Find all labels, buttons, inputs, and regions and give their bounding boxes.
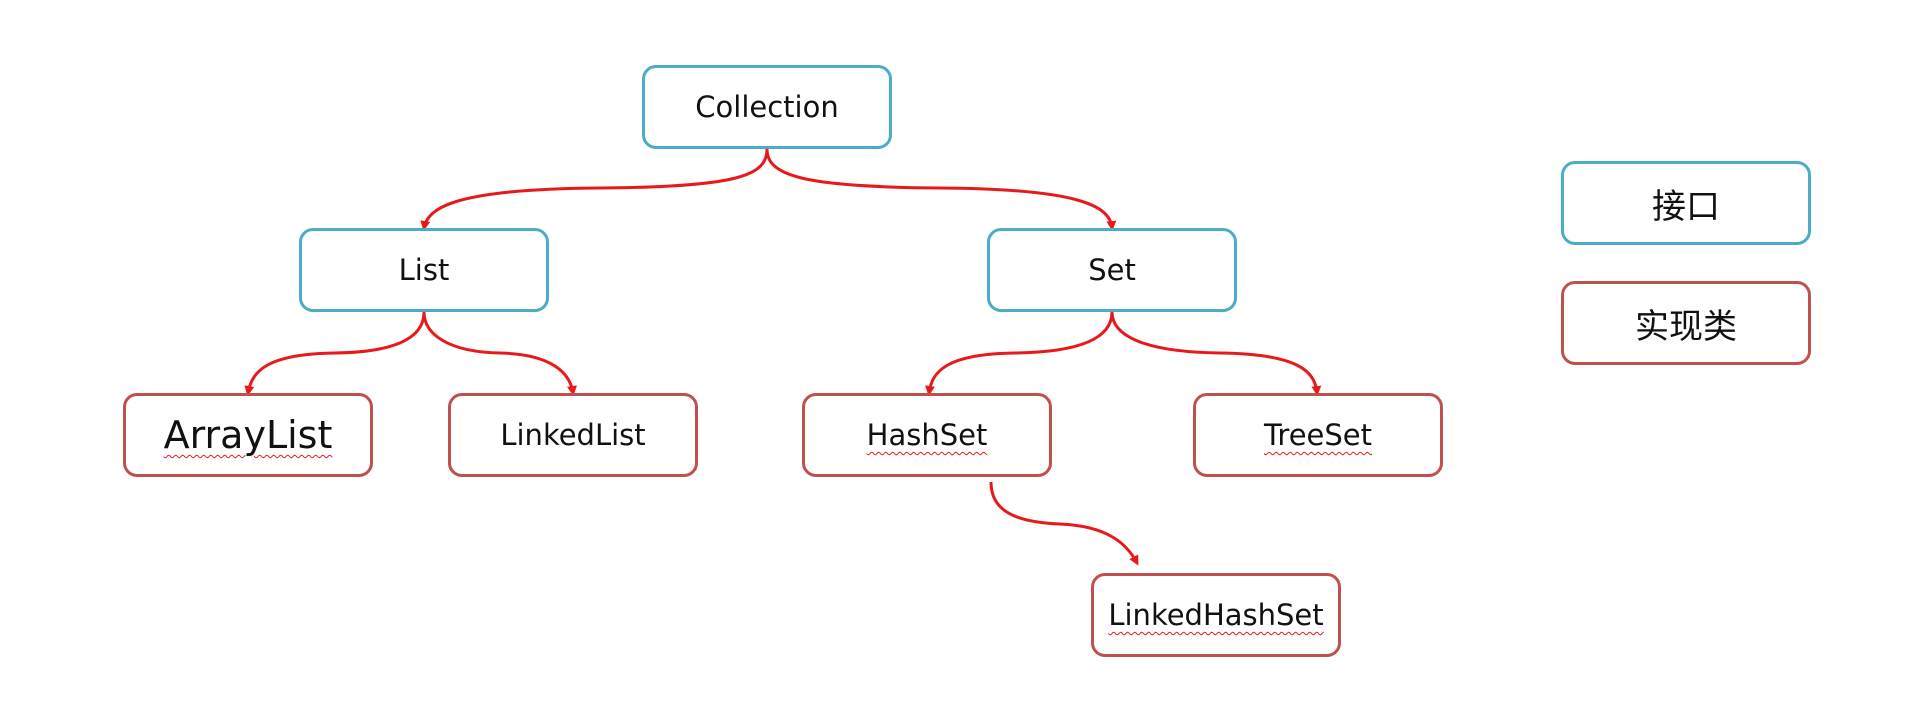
legend-interface: 接口: [1561, 161, 1811, 245]
edge-list-linkedlist: [422, 311, 577, 396]
node-linkedhashset: LinkedHashSet: [1091, 573, 1341, 657]
node-linkedlist: LinkedList: [448, 393, 698, 477]
node-hashset: HashSet: [802, 393, 1052, 477]
legend-interface-label: 接口: [1652, 186, 1720, 227]
node-set: Set: [987, 228, 1237, 312]
edge-hashset-linkedhashset: [989, 481, 1139, 566]
edge-list-arraylist: [244, 311, 426, 396]
node-linkedhashset-label: LinkedHashSet: [1108, 598, 1324, 632]
edge-collection-set: [765, 148, 1117, 231]
node-collection-label: Collection: [695, 90, 839, 124]
node-treeset: TreeSet: [1193, 393, 1443, 477]
edge-set-hashset: [925, 311, 1114, 396]
edge-set-treeset: [1110, 311, 1322, 396]
node-list-label: List: [398, 253, 450, 287]
node-treeset-label: TreeSet: [1263, 418, 1373, 452]
node-arraylist: ArrayList: [123, 393, 373, 477]
node-collection: Collection: [642, 65, 892, 149]
legend-class-label: 实现类: [1635, 306, 1737, 347]
node-hashset-label: HashSet: [866, 418, 988, 452]
node-linkedlist-label: LinkedList: [500, 418, 646, 452]
node-list: List: [299, 228, 549, 312]
node-set-label: Set: [1088, 253, 1136, 287]
node-arraylist-label: ArrayList: [163, 413, 333, 457]
edge-collection-list: [420, 148, 769, 231]
legend-class: 实现类: [1561, 281, 1811, 365]
